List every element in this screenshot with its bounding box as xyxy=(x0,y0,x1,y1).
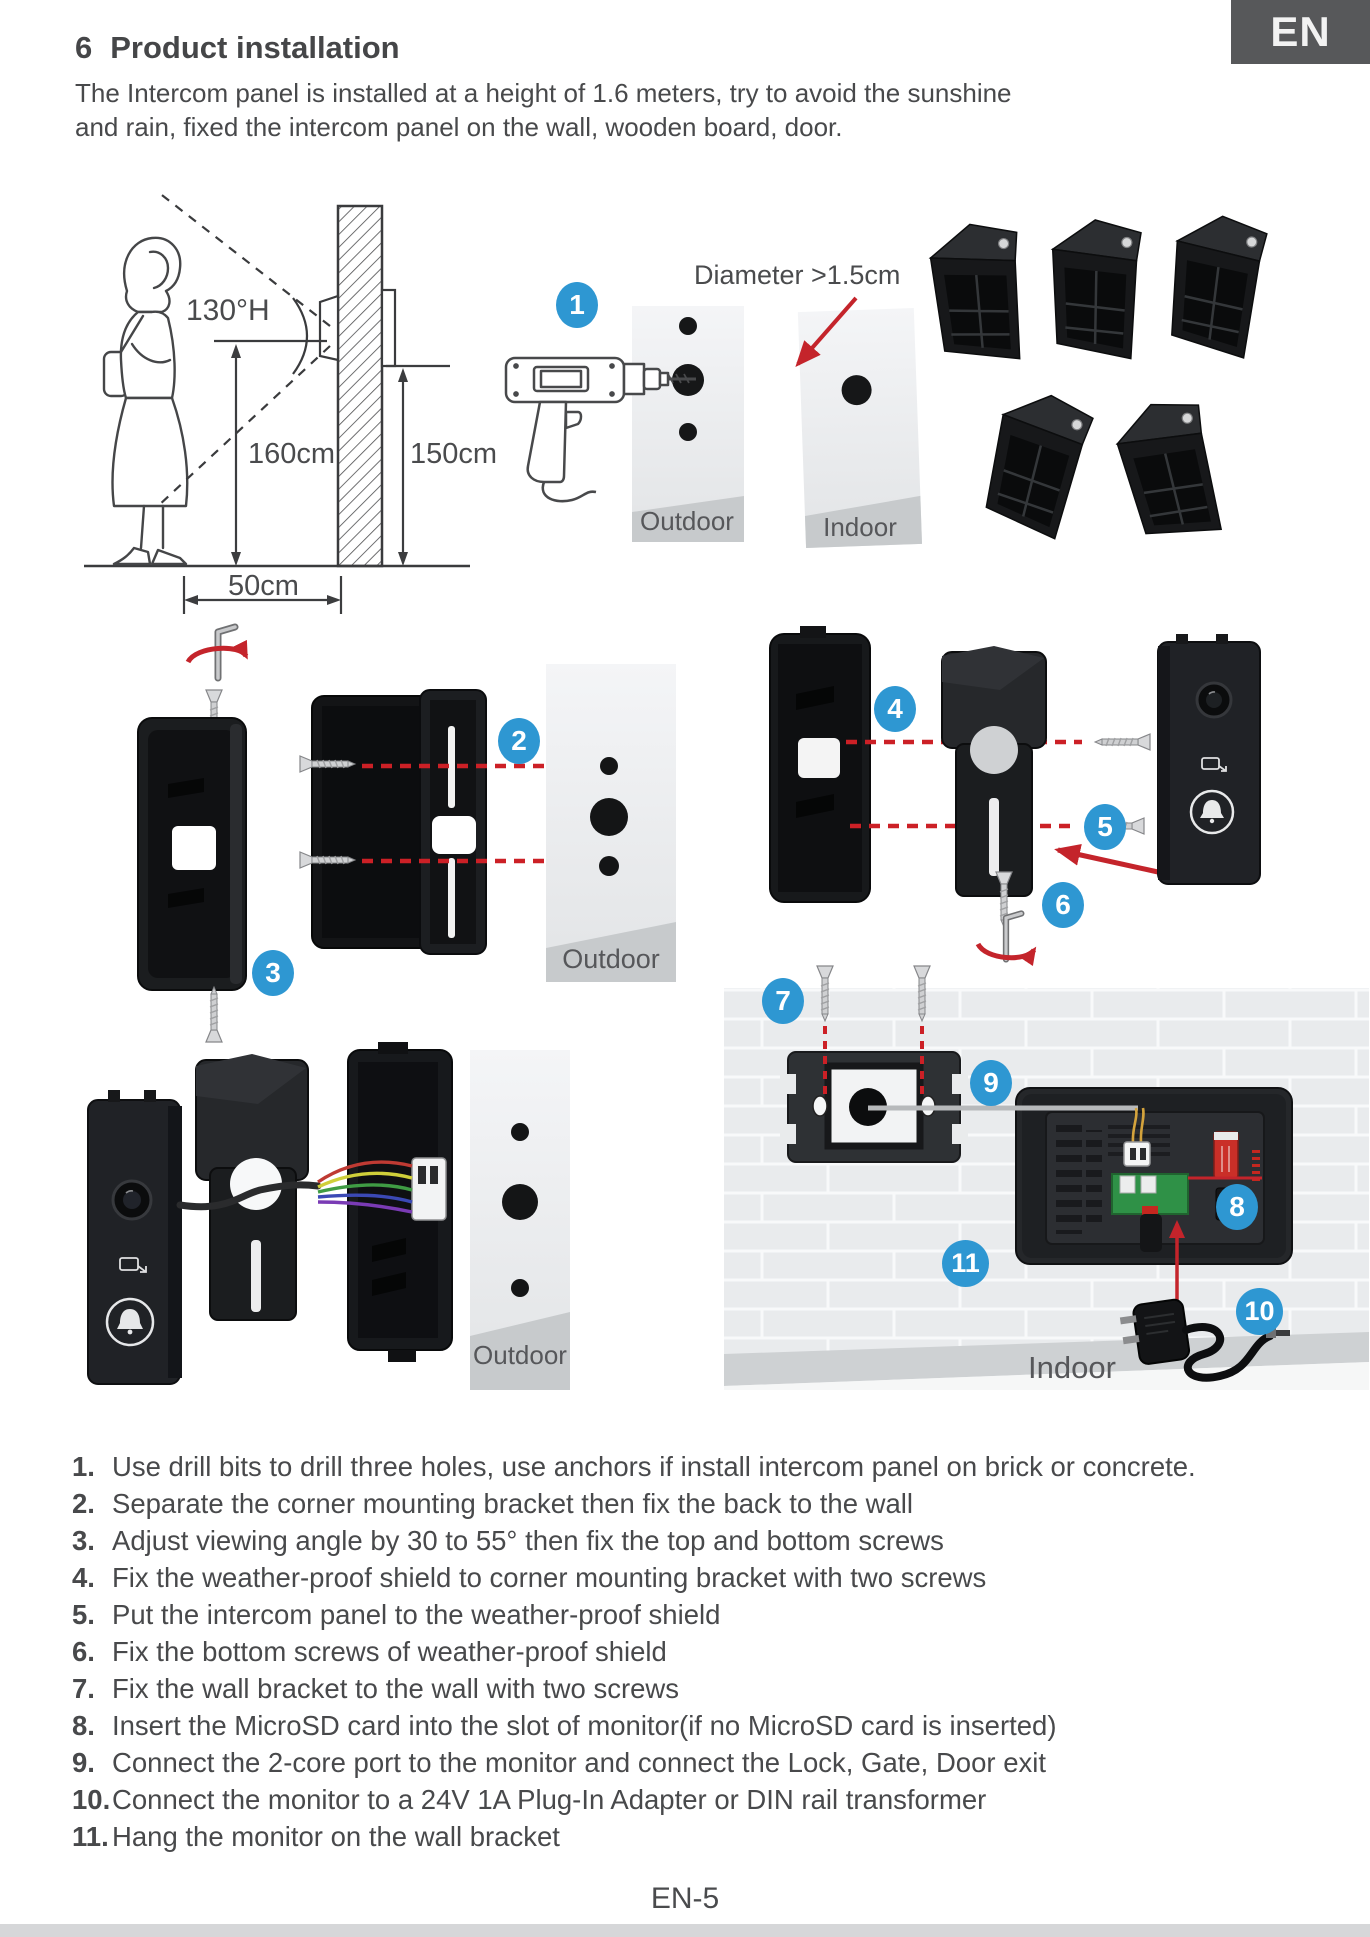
distance-label: 50cm xyxy=(228,570,299,602)
intercom-side-view xyxy=(318,294,340,362)
corner-bracket xyxy=(1162,209,1270,361)
step-item: 7.Fix the wall bracket to the wall with … xyxy=(72,1673,679,1704)
intercom-cable xyxy=(176,1181,322,1211)
panel-height-label: 150cm xyxy=(410,438,498,470)
outdoor-wall-strip xyxy=(546,664,676,982)
step-item: 11.Hang the monitor on the wall bracket xyxy=(72,1821,560,1852)
power-port xyxy=(1142,1206,1158,1215)
step-badge-8: 8 xyxy=(1216,1184,1258,1230)
step-item: 1.Use drill bits to drill three holes, u… xyxy=(72,1451,1196,1482)
hex-key-icon xyxy=(1006,914,1021,960)
step-item: 6.Fix the bottom screws of weather-proof… xyxy=(72,1636,667,1667)
page-number: EN-5 xyxy=(650,1882,720,1915)
diameter-label: Diameter >1.5cm xyxy=(694,260,901,290)
step-item: 5.Put the intercom panel to the weather-… xyxy=(72,1599,721,1630)
corner-bracket xyxy=(975,384,1098,542)
person-height-label: 160cm xyxy=(248,438,336,470)
doorbell-button xyxy=(105,1297,155,1347)
corner-bracket-open xyxy=(311,689,487,955)
intercom-panel xyxy=(1157,634,1261,885)
step-badge-11: 11 xyxy=(942,1240,989,1287)
step-badge-10: 10 xyxy=(1236,1288,1283,1335)
corner-bracket xyxy=(1108,392,1231,550)
two-core-connector xyxy=(1123,1141,1151,1167)
drill-icon xyxy=(504,356,696,503)
step-item: 10.Connect the monitor to a 24V 1A Plug-… xyxy=(72,1784,987,1815)
insert-arrow xyxy=(1054,843,1159,875)
field-of-view-lines xyxy=(157,191,331,507)
installation-steps: 1.Use drill bits to drill three holes, u… xyxy=(72,1448,1320,1855)
monitor-side-view xyxy=(380,288,397,368)
diameter-arrow xyxy=(795,296,858,368)
step-badge-4: 4 xyxy=(874,686,916,732)
corner-bracket-back xyxy=(347,1042,453,1362)
step-badge-2: 2 xyxy=(498,718,540,764)
outdoor-label: Outdoor xyxy=(562,944,660,974)
step-badge-1: 1 xyxy=(556,282,598,328)
step-badge-7: 7 xyxy=(762,978,804,1024)
monitor-back xyxy=(1015,1087,1293,1265)
weather-proof-shield xyxy=(941,646,1047,897)
vent-slots xyxy=(1056,1120,1082,1234)
wall-cross-section xyxy=(336,204,384,568)
doorbell-button xyxy=(1189,789,1235,835)
outdoor-wiring-group xyxy=(87,1042,570,1390)
screw-icon xyxy=(1094,733,1151,751)
step-item: 9.Connect the 2-core port to the monitor… xyxy=(72,1747,1046,1778)
intro-line-2: and rain, fixed the intercom panel on th… xyxy=(75,112,843,142)
intro-line-1: The Intercom panel is installed at a hei… xyxy=(75,78,1012,108)
power-adapter xyxy=(1119,1298,1290,1382)
person-figure xyxy=(102,236,189,566)
outdoor-hole-panel xyxy=(632,306,744,542)
outdoor-wall-strip xyxy=(470,1050,570,1390)
step-item: 8.Insert the MicroSD card into the slot … xyxy=(72,1710,1057,1741)
drill-step-group xyxy=(504,209,1270,550)
outdoor-label: Outdoor xyxy=(640,506,734,536)
access-icon xyxy=(1201,757,1227,772)
step-item: 4.Fix the weather-proof shield to corner… xyxy=(72,1562,987,1593)
angle-label: 130°H xyxy=(186,294,270,327)
adapter-cable xyxy=(1182,1323,1274,1382)
wire-connector xyxy=(411,1157,447,1221)
corner-bracket-back xyxy=(769,626,871,903)
screw-icon xyxy=(205,986,223,1043)
indoor-hole-panel xyxy=(797,308,923,548)
height-diagram xyxy=(84,191,470,614)
weather-proof-shield xyxy=(195,1054,309,1321)
intercom-panel-front xyxy=(87,1090,182,1385)
step-badge-9: 9 xyxy=(970,1060,1012,1106)
step-item: 3.Adjust viewing angle by 30 to 55° then… xyxy=(72,1525,944,1556)
access-icon xyxy=(119,1257,147,1273)
shield-mounting-group xyxy=(769,626,1261,967)
rainbow-wires xyxy=(317,1160,413,1214)
corner-bracket xyxy=(1049,217,1143,361)
connector-wires xyxy=(1131,1107,1145,1143)
hex-key-icon xyxy=(218,627,235,678)
rotate-arrow-icon xyxy=(975,942,1037,967)
corner-bracket-set xyxy=(926,209,1270,550)
language-badge: EN xyxy=(1231,0,1370,64)
step-badge-5: 5 xyxy=(1084,804,1126,850)
outdoor-label: Outdoor xyxy=(473,1340,567,1370)
bell-icon xyxy=(1200,800,1224,818)
indoor-label: Indoor xyxy=(1028,1350,1116,1385)
step-badge-3: 3 xyxy=(252,950,294,996)
page-title: 6 Product installation xyxy=(75,30,400,66)
section-title: Product installation xyxy=(110,30,400,65)
indoor-label: Indoor xyxy=(823,512,897,542)
step-item: 2.Separate the corner mounting bracket t… xyxy=(72,1488,914,1519)
dimension-arrows xyxy=(182,344,450,614)
section-number: 6 xyxy=(75,30,93,65)
bracket-mounting-group xyxy=(137,627,676,1043)
corner-bracket xyxy=(926,219,1029,367)
corner-bracket-assembled xyxy=(137,717,247,991)
step-badge-6: 6 xyxy=(1042,882,1084,928)
page-edge-bar xyxy=(0,1924,1370,1937)
bell-icon xyxy=(117,1309,143,1329)
rotate-arrow-icon xyxy=(185,639,249,664)
